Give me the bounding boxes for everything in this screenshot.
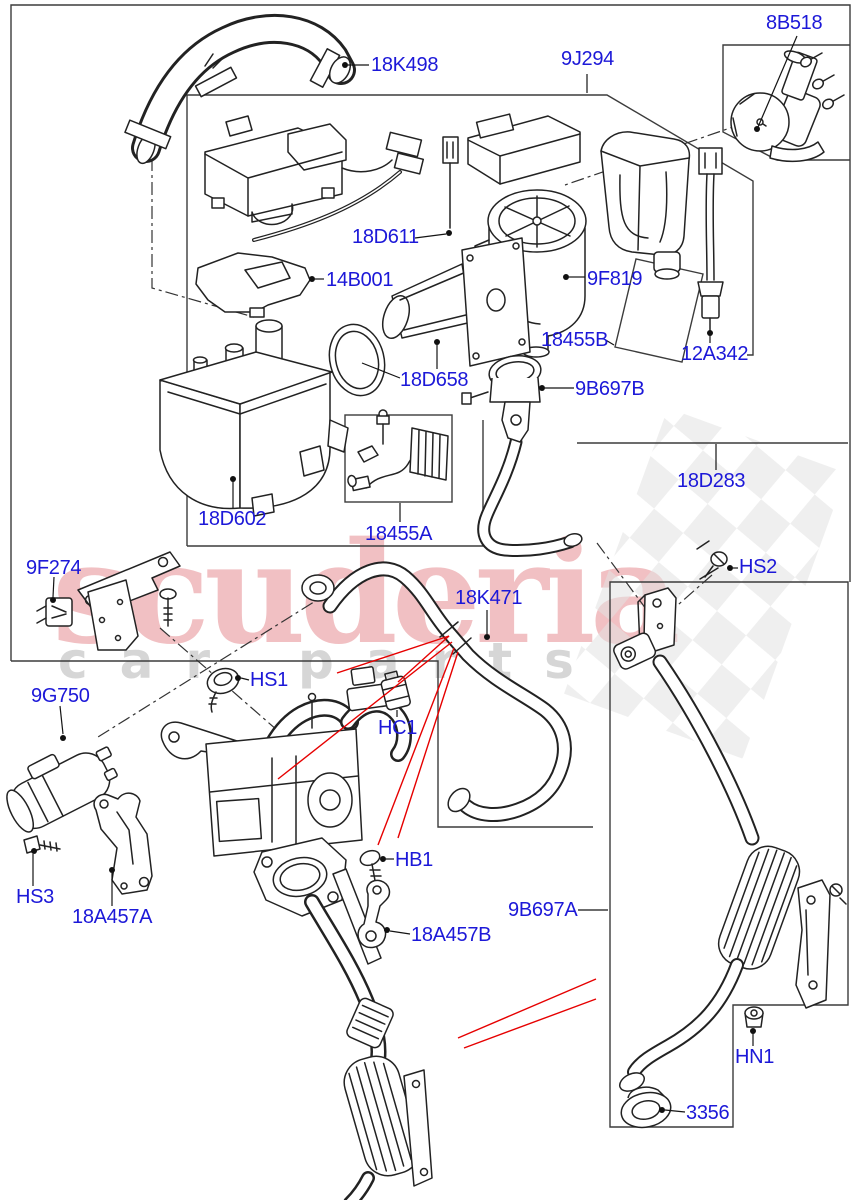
checkered-flag-watermark	[564, 408, 847, 759]
box-18455A	[344, 414, 453, 503]
part-label-14B001: 14B001	[326, 269, 394, 291]
part-label-HS3: HS3	[16, 886, 55, 908]
part-label-12A342: 12A342	[681, 343, 749, 365]
outer-box-bottom-step	[11, 660, 593, 828]
blower-module-drawing	[467, 113, 581, 185]
air-scoop-drawing	[600, 131, 691, 280]
part-label-8B518: 8B518	[766, 12, 823, 34]
part-label-18K471: 18K471	[455, 587, 523, 609]
part-label-9B697A: 9B697A	[508, 899, 578, 921]
part-label-18455B: 18455B	[541, 329, 609, 351]
part-label-9B697B: 9B697B	[575, 378, 645, 400]
part-HN1-drawing	[744, 1006, 764, 1028]
part-3356-drawing	[620, 1086, 672, 1129]
hose-18K471-drawing	[301, 561, 572, 822]
outer-box	[10, 4, 851, 661]
part-label-18455A: 18455A	[365, 523, 433, 545]
part-label-18D611: 18D611	[352, 226, 419, 248]
part-9B697B-drawing	[461, 354, 583, 557]
part-label-HS2: HS2	[739, 556, 778, 578]
part-18D611-drawing	[442, 136, 459, 229]
part-18D658-drawing	[328, 237, 531, 397]
part-8B518-drawing	[730, 50, 845, 163]
part-18455A-drawing	[347, 409, 449, 492]
part-label-9F274: 9F274	[26, 557, 82, 579]
part-label-18A457B: 18A457B	[411, 924, 492, 946]
part-HS3-drawing	[23, 835, 61, 854]
control-module-drawing	[204, 115, 425, 242]
part-label-18D658: 18D658	[400, 369, 469, 391]
part-label-18D602: 18D602	[198, 508, 267, 530]
part-14B001-drawing	[195, 252, 311, 318]
part-HC1-drawing	[380, 670, 411, 711]
part-9B697A-drawing	[613, 587, 847, 1092]
hose-18K498-drawing	[124, 14, 356, 165]
part-HS2-drawing	[696, 540, 728, 580]
part-HS1-drawing	[206, 667, 240, 713]
part-label-18K498: 18K498	[371, 54, 439, 76]
part-label-3356: 3356	[686, 1102, 730, 1124]
label-leaders	[31, 35, 798, 1113]
box-9B697A	[609, 581, 849, 1128]
part-label-18D283: 18D283	[677, 470, 746, 492]
part-label-9F819: 9F819	[587, 268, 643, 290]
part-9G750-drawing	[6, 746, 118, 833]
part-12A342-drawing	[697, 147, 724, 332]
part-9F274-drawing	[36, 551, 181, 651]
box-18455B	[614, 258, 704, 363]
part-label-HC1: HC1	[378, 717, 418, 739]
red-locator-lines	[277, 635, 597, 1049]
part-label-18A457A: 18A457A	[72, 906, 153, 928]
part-label-HB1: HB1	[395, 849, 434, 871]
part-label-9G750: 9G750	[31, 685, 90, 707]
installed-heater-engine-drawing	[160, 666, 433, 1200]
part-label-9J294: 9J294	[561, 48, 614, 70]
part-18A457A-drawing	[93, 792, 153, 895]
part-18D602-drawing	[159, 319, 349, 517]
part-label-HN1: HN1	[735, 1046, 775, 1068]
part-label-HS1: HS1	[250, 669, 289, 691]
part-HB1-drawing	[359, 849, 382, 887]
